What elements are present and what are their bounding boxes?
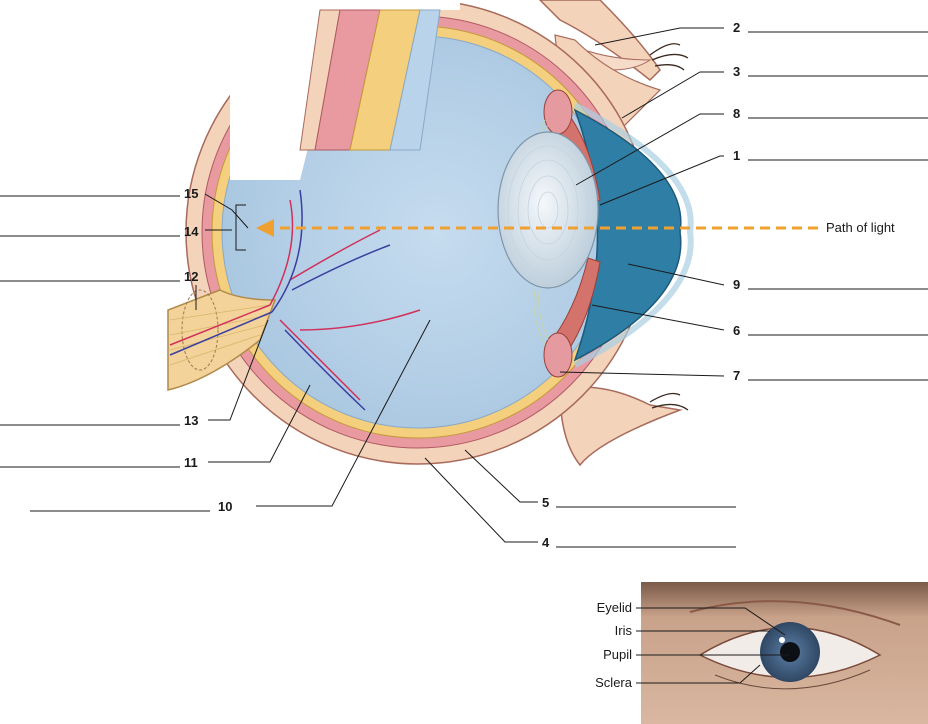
- ciliary-body-upper: [544, 90, 572, 134]
- photo-label-iris: Iris: [615, 623, 633, 638]
- callout-num-5: 5: [542, 495, 549, 510]
- callout-num-4: 4: [542, 535, 550, 550]
- callout-num-8: 8: [733, 106, 740, 121]
- photo-label-eyelid: Eyelid: [597, 600, 632, 615]
- callout-num-13: 13: [184, 413, 198, 428]
- callout-num-7: 7: [733, 368, 740, 383]
- callout-num-12: 12: [184, 269, 198, 284]
- photo-label-pupil: Pupil: [603, 647, 632, 662]
- callout-num-10: 10: [218, 499, 232, 514]
- callout-num-14: 14: [184, 224, 199, 239]
- callout-num-15: 15: [184, 186, 198, 201]
- photo-reflection: [779, 637, 785, 643]
- light-path-label: Path of light: [826, 220, 895, 235]
- photo-label-sclera: Sclera: [595, 675, 633, 690]
- photo-pupil: [780, 642, 800, 662]
- lens: [498, 132, 598, 288]
- callout-num-11: 11: [184, 455, 198, 470]
- eye-photo-inset: [641, 582, 928, 724]
- callout-num-9: 9: [733, 277, 740, 292]
- callout-num-2: 2: [733, 20, 740, 35]
- callout-num-3: 3: [733, 64, 740, 79]
- callout-num-6: 6: [733, 323, 740, 338]
- callout-num-1: 1: [733, 148, 740, 163]
